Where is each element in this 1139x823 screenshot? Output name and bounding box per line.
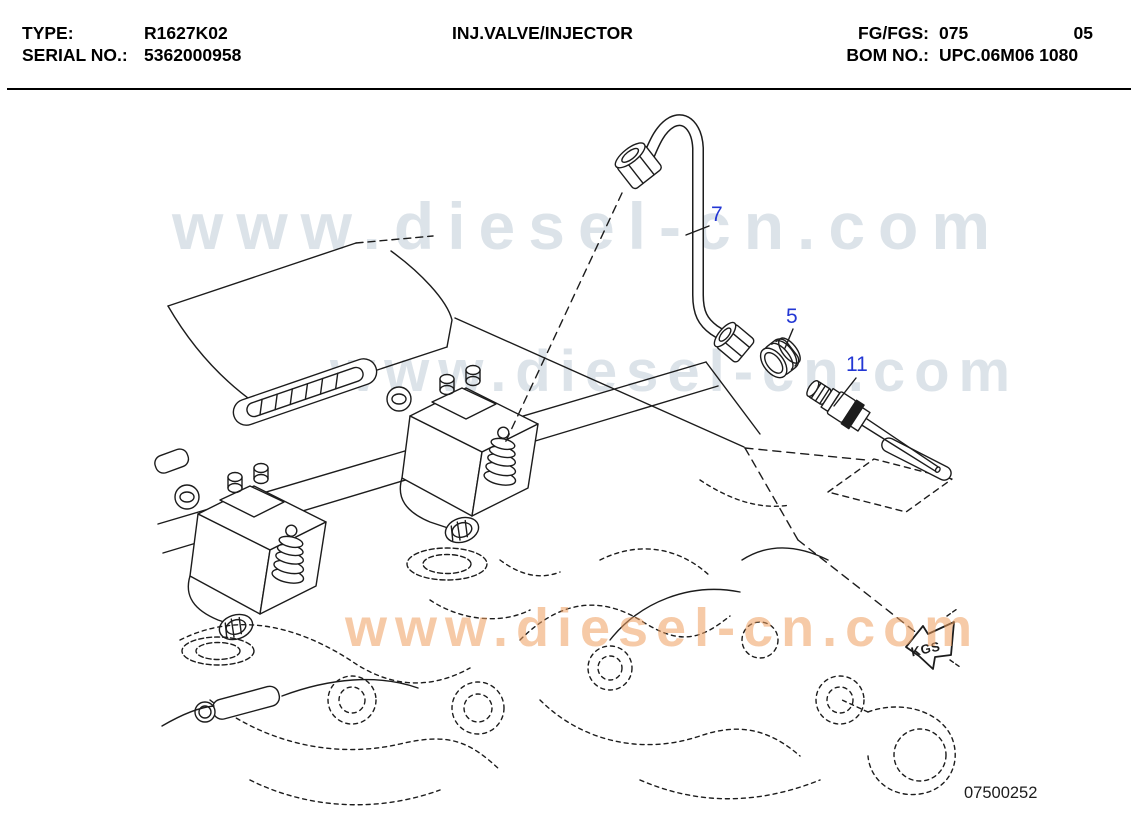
callout-part-5[interactable]: 5 bbox=[786, 305, 798, 328]
kgs-arrow: KGS bbox=[905, 608, 961, 670]
injector-assembly-left bbox=[174, 462, 327, 666]
callout-part-7[interactable]: 7 bbox=[711, 203, 723, 226]
vent-slot bbox=[232, 358, 378, 426]
bom-row: BOM NO.: UPC.06M06 1080 bbox=[843, 44, 1093, 66]
injector-part11 bbox=[806, 379, 941, 473]
header-left-block: TYPE: R1627K02 SERIAL NO.: 5362000958 bbox=[22, 22, 241, 66]
terminal-stud bbox=[439, 364, 481, 396]
kgs-label: KGS bbox=[910, 639, 942, 660]
type-label: TYPE: bbox=[22, 23, 74, 43]
type-row: TYPE: R1627K02 bbox=[22, 22, 241, 44]
callout-leader-lines bbox=[685, 225, 857, 407]
header-divider bbox=[7, 88, 1131, 90]
drawing-number: 07500252 bbox=[964, 784, 1038, 802]
watermark-text-bottom: www.diesel-cn.com bbox=[345, 598, 981, 658]
serial-value: 5362000958 bbox=[144, 45, 242, 65]
type-value: R1627K02 bbox=[144, 23, 228, 43]
bom-value: UPC.06M06 1080 bbox=[939, 45, 1079, 65]
spring-coil bbox=[271, 524, 305, 584]
cover-plate-slot bbox=[827, 437, 953, 513]
page-title: INJ.VALVE/INJECTOR bbox=[452, 23, 633, 43]
fg-row: FG/FGS: 075 05 bbox=[843, 22, 1093, 44]
rocker-assembly-hidden-lines bbox=[179, 479, 956, 806]
fg-label: FG/FGS: bbox=[858, 23, 929, 43]
pipe-nut-bottom bbox=[713, 321, 755, 363]
sleeve-nut-part5 bbox=[759, 337, 801, 379]
fg-page: 05 bbox=[1073, 23, 1093, 43]
injection-pipe-part7 bbox=[614, 114, 755, 363]
pipe-nut-top bbox=[614, 142, 662, 190]
serial-row: SERIAL NO.: 5362000958 bbox=[22, 44, 241, 66]
terminal-stud bbox=[227, 462, 269, 494]
fg-value: 075 bbox=[939, 23, 969, 43]
rocker-assembly-solid-lines bbox=[161, 547, 829, 727]
pipe-leader-line bbox=[504, 192, 623, 444]
spring-coil bbox=[483, 426, 517, 486]
serial-label: SERIAL NO.: bbox=[22, 45, 128, 65]
callout-part-11[interactable]: 11 bbox=[846, 353, 868, 376]
header-right-block: FG/FGS: 075 05 BOM NO.: UPC.06M06 1080 bbox=[843, 22, 1093, 66]
watermark-text-top: www.diesel-cn.com bbox=[172, 189, 1004, 263]
bom-label: BOM NO.: bbox=[846, 45, 929, 65]
injector-assembly-right bbox=[386, 364, 539, 581]
